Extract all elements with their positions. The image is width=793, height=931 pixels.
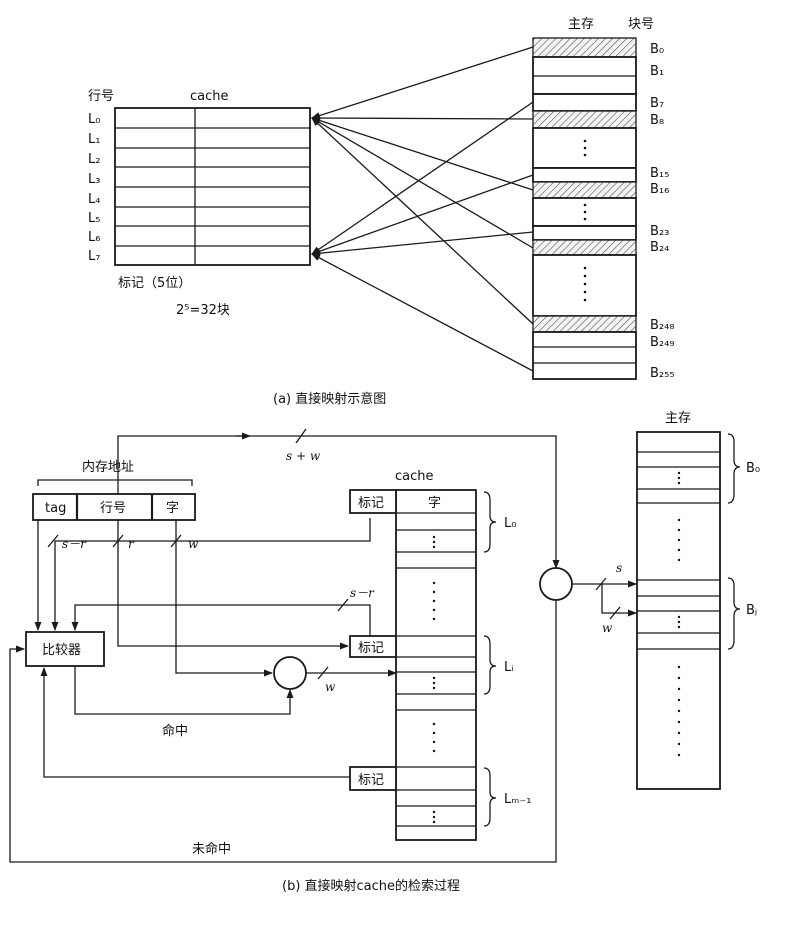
cache-row-label: L₄ [88, 192, 100, 207]
cache-word-header: 字 [428, 496, 441, 511]
comparator-box [25, 631, 105, 667]
cache-row-label: L₁ [88, 132, 100, 147]
cache-row-label: L₃ [88, 172, 100, 187]
block-number-header: 块号 [628, 17, 654, 32]
memory-block-label: B₁₆ [650, 182, 669, 197]
block-count-label: 2⁵=32块 [176, 303, 230, 318]
memory-block-label: B₂₄ [650, 240, 669, 255]
word-selector-mux [273, 656, 307, 690]
cache-line-label-lm1: Lₘ₋₁ [504, 792, 531, 807]
memory-block-label: B₁₅ [650, 166, 669, 181]
cache-title-b: cache [395, 469, 434, 484]
cache-tag-header: 标记 [358, 496, 384, 511]
bus-label-r: r [128, 537, 135, 551]
bus-label-s-minus-r: s－r [350, 586, 375, 600]
part-a-direct-mapping: 行号 cache L₀ L₁ L₂ L₃ L₄ L₅ L₆ L₇ 标记（5位） … [88, 17, 675, 407]
memory-block-braces [727, 433, 741, 650]
memory-address-title: 内存地址 [82, 459, 134, 475]
cache-row-label: L₇ [88, 249, 100, 264]
memory-block-label: B₀ [650, 42, 664, 57]
cache-tag-label-lm1: 标记 [358, 773, 384, 788]
main-memory-column-b [636, 431, 721, 790]
cache-tag-header-cell [349, 489, 397, 514]
bus-label-s: s [616, 561, 622, 575]
main-memory-title-b: 主存 [665, 411, 691, 426]
memory-block-label-bj: Bⱼ [746, 603, 757, 618]
cache-table-b [395, 489, 477, 841]
part-b-lookup-process: 内存地址 tag 行号 字 s + w s－r r w 比较器 s－r [9, 411, 760, 894]
bus-label-w: w [188, 537, 199, 551]
cache-row-label: L₆ [88, 230, 100, 245]
memory-block-label: B₂₄₉ [650, 335, 675, 350]
cache-tag-cell-li [349, 635, 397, 658]
cache-row-label: L₀ [88, 112, 100, 127]
cache-tag-label-li: 标记 [358, 641, 384, 656]
cache-line-braces [483, 491, 497, 827]
hit-label: 命中 [162, 723, 188, 739]
cache-line-label-l0: L₀ [504, 516, 516, 531]
memory-block-label: B₇ [650, 96, 664, 111]
mapping-arrows [311, 46, 534, 372]
memory-block-label-b0: B₀ [746, 461, 760, 476]
address-field-row: 行号 [100, 501, 126, 516]
memory-block-label: B₂₄₈ [650, 318, 675, 333]
caption-b: (b) 直接映射cache的检索过程 [282, 878, 460, 894]
cache-table-a [114, 107, 311, 266]
main-memory-header-a: 主存 [568, 17, 594, 32]
cache-tag-cell-lm1 [349, 766, 397, 791]
bus-label-s-minus-r-top: s－r [62, 537, 87, 551]
address-register [32, 493, 196, 521]
main-memory-column-a [532, 37, 637, 380]
caption-a: (a) 直接映射示意图 [273, 391, 386, 407]
bus-label-w-mux: w [325, 680, 336, 694]
cache-row-label: L₅ [88, 211, 100, 226]
cache-title-a: cache [190, 89, 229, 104]
comparator-label: 比较器 [42, 643, 81, 658]
tag-width-label: 标记（5位） [118, 276, 191, 291]
memory-block-label: B₂₅₅ [650, 366, 675, 381]
memory-block-label: B₂₃ [650, 224, 669, 239]
address-field-word: 字 [166, 501, 179, 516]
miss-label: 未命中 [192, 841, 231, 857]
address-field-tag: tag [45, 501, 66, 516]
memory-block-label: B₁ [650, 64, 664, 79]
cache-row-label: L₂ [88, 152, 100, 167]
memory-selector-mux [539, 567, 573, 601]
bus-label-s-plus-w: s + w [286, 449, 321, 463]
cache-line-label-li: Lᵢ [504, 660, 514, 675]
memory-block-label: B₈ [650, 113, 664, 128]
row-number-header: 行号 [88, 89, 114, 104]
bus-label-w-mem: w [602, 621, 613, 635]
